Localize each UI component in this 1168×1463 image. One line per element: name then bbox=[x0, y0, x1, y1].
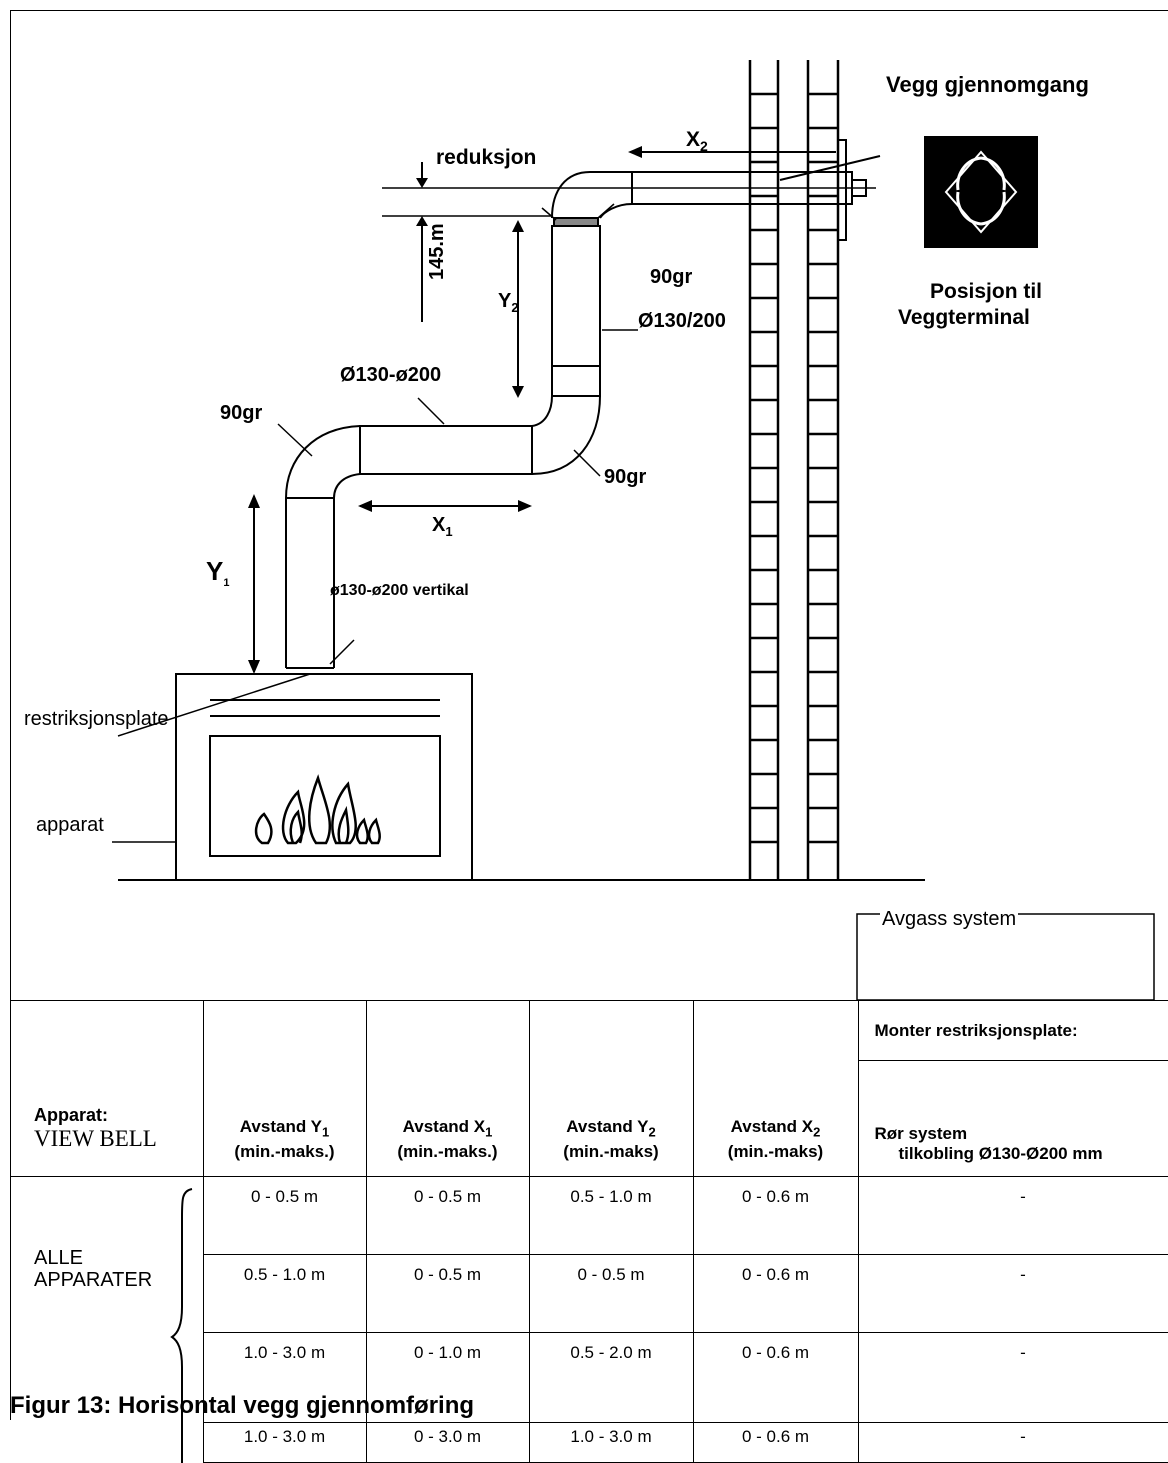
group-cell: ALLE APPARATER bbox=[10, 1177, 203, 1463]
cell-y1: 0.5 - 1.0 m bbox=[202, 1254, 367, 1333]
pipe-top-label: Ø130/200 bbox=[638, 310, 726, 332]
installation-diagram bbox=[112, 60, 1155, 1000]
wall-passage-label: Vegg gjennomgang bbox=[886, 72, 1089, 97]
reduction-label: reduksjon bbox=[436, 146, 537, 169]
bend-top-label: 90gr bbox=[650, 266, 693, 288]
pipe-x1 bbox=[359, 425, 533, 475]
x2-label: X2 bbox=[686, 128, 708, 155]
cell-x1: 0 - 0.5 m bbox=[365, 1254, 530, 1333]
cell-x1: 0 - 3.0 m bbox=[365, 1422, 530, 1463]
wall-rungs bbox=[750, 92, 838, 844]
cell-y2: 1.0 - 3.0 m bbox=[528, 1422, 694, 1463]
bend-left-label: 90gr bbox=[220, 402, 263, 424]
bend-1-inner bbox=[333, 473, 361, 499]
cell-plate: - bbox=[857, 1422, 1168, 1463]
y1-label: Y1 bbox=[206, 556, 230, 590]
dim-145-label: 145.m bbox=[426, 223, 448, 280]
pipe-y2 bbox=[551, 225, 601, 397]
cell-y2: 0.5 - 2.0 m bbox=[528, 1332, 694, 1423]
firebox-window bbox=[209, 735, 441, 857]
col-y2-header: Avstand Y2 (min.-maks) bbox=[528, 1000, 694, 1177]
curly-brace bbox=[170, 1188, 193, 1463]
bend-2-inner bbox=[531, 395, 553, 427]
bend-mid-label: 90gr bbox=[604, 466, 647, 488]
table-row: 1.0 - 3.0 m 0 - 1.0 m 0.5 - 2.0 m 0 - 0.… bbox=[10, 1332, 1168, 1423]
restriction-leader bbox=[117, 673, 311, 737]
cell-x2: 0 - 0.6 m bbox=[692, 1332, 859, 1423]
appliance-label: apparat bbox=[36, 814, 104, 836]
cell-y1: 0 - 0.5 m bbox=[202, 1176, 367, 1255]
page-frame bbox=[10, 10, 1168, 1420]
cell-x2: 0 - 0.6 m bbox=[692, 1422, 859, 1463]
restriction-plate-label: restriksjonsplate bbox=[24, 708, 169, 730]
apparat-cell: Apparat: VIEW BELL bbox=[10, 1000, 204, 1177]
apparat-label: Apparat: bbox=[34, 1105, 109, 1125]
col-y1-header: Avstand Y1 (min.-maks.) bbox=[202, 1000, 367, 1177]
table-row: 0.5 - 1.0 m 0 - 0.5 m 0 - 0.5 m 0 - 0.6 … bbox=[10, 1254, 1168, 1333]
wall bbox=[748, 60, 840, 880]
cell-plate: - bbox=[857, 1332, 1168, 1423]
pipe-system-header: Rør system tilkobling Ø130-Ø200 mm bbox=[857, 1060, 1168, 1177]
col-x1-header: Avstand X1 (min.-maks.) bbox=[365, 1000, 530, 1177]
flames-icon bbox=[254, 774, 381, 845]
bend-1-outer bbox=[285, 425, 361, 499]
figure-caption: Figur 13: Horisontal vegg gjennomføring bbox=[10, 1392, 475, 1419]
cell-x1: 0 - 0.5 m bbox=[365, 1176, 530, 1255]
apparat-name: VIEW BELL bbox=[34, 1126, 157, 1151]
cell-x2: 0 - 0.6 m bbox=[692, 1176, 859, 1255]
restriction-header: Monter restriksjonsplate: bbox=[857, 1000, 1168, 1061]
exhaust-system-label: Avgass system bbox=[880, 908, 1019, 931]
group-label-2: APPARATER bbox=[34, 1269, 153, 1291]
bend-3-inner bbox=[599, 203, 633, 219]
group-label-1: ALLE bbox=[34, 1247, 83, 1269]
vertical-pipe-label: ø130-ø200 vertikal bbox=[330, 582, 469, 599]
terminal-leader bbox=[779, 155, 881, 181]
bend-3-outer bbox=[551, 171, 591, 219]
cell-plate: - bbox=[857, 1254, 1168, 1333]
cell-x2: 0 - 0.6 m bbox=[692, 1254, 859, 1333]
cell-y2: 0.5 - 1.0 m bbox=[528, 1176, 694, 1255]
table-row: ALLE APPARATER 0 - 0.5 m 0 - 0.5 m 0.5 -… bbox=[10, 1176, 1168, 1463]
veggterminal-icon bbox=[924, 136, 1038, 248]
reducer bbox=[553, 217, 599, 227]
bend-2-outer bbox=[531, 395, 601, 475]
appliance-body bbox=[175, 673, 473, 881]
cell-x1: 0 - 1.0 m bbox=[365, 1332, 530, 1423]
cell-y1: 1.0 - 3.0 m bbox=[202, 1422, 367, 1463]
col-x2-header: Avstand X2 (min.-maks) bbox=[692, 1000, 859, 1177]
terminal-position-label-1: Posisjon til bbox=[930, 280, 1043, 303]
x1-label: X1 bbox=[432, 514, 453, 539]
pipe-mid-label: Ø130-ø200 bbox=[340, 364, 442, 386]
cell-plate: - bbox=[857, 1176, 1168, 1255]
terminal-position-label-2: Veggterminal bbox=[898, 306, 1030, 329]
cell-y2: 0 - 0.5 m bbox=[528, 1254, 694, 1333]
y2-label: Y2 bbox=[498, 290, 519, 315]
